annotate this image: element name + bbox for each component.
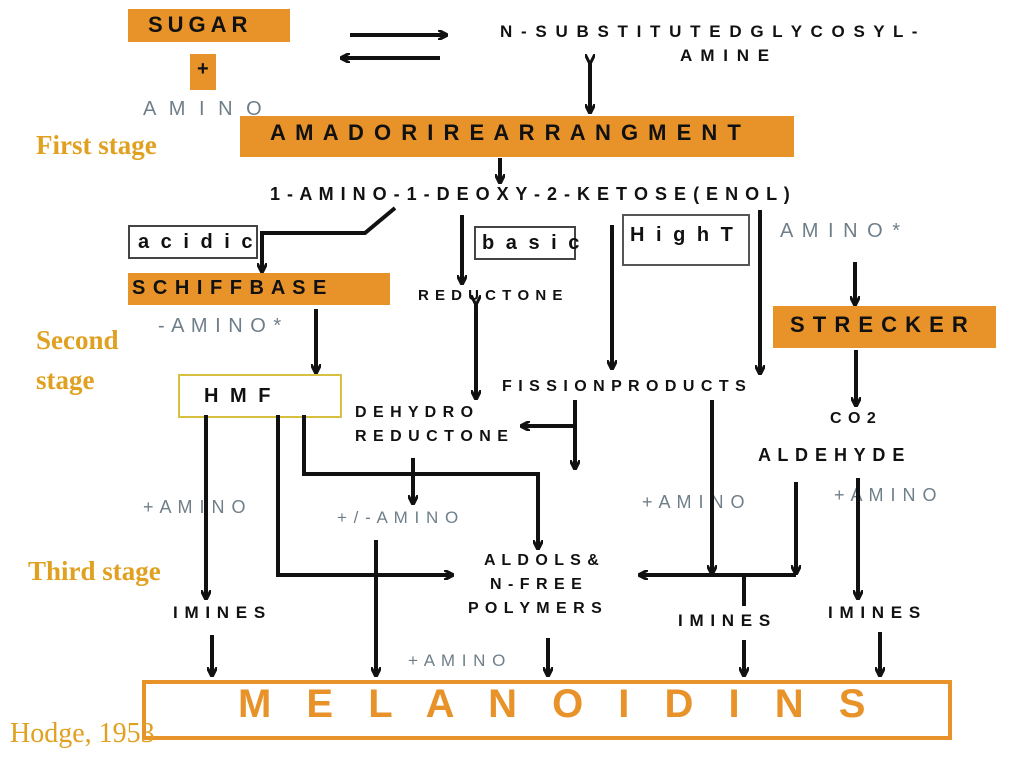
aldols-line2: N - F R E E: [490, 576, 583, 593]
first-stage-label: First stage: [36, 130, 157, 160]
amadori-label: A M A D O R I R E A R R A N G M E N T: [270, 120, 743, 145]
amino-label-top: A M I N O: [143, 98, 266, 120]
melanoidins-label: M E L A N O I D I N S: [238, 682, 878, 726]
second-stage-text: Second stage: [36, 325, 119, 395]
schiff-box: [128, 273, 390, 305]
glycosyl-line2: A M I N E: [680, 46, 772, 65]
citation-label: Hodge, 1953: [10, 718, 155, 749]
fission-label: F I S S I O N P R O D U C T S: [502, 378, 747, 395]
amadori-box: [240, 116, 794, 157]
plus-amino-label-2: + A M I N O: [642, 492, 746, 512]
sugar-label: SUGAR: [148, 12, 253, 37]
basic-box: b a s i c: [474, 226, 579, 260]
plus-minus-amino-label: + / - A M I N O: [337, 508, 460, 527]
reductone-label: R E D U C T O N E: [418, 287, 564, 304]
plus-amino-label-bottom: + A M I N O: [408, 651, 507, 670]
plus-label: +: [197, 58, 209, 80]
aldols-line3: P O L Y M E R S: [468, 600, 603, 617]
third-stage-label: Third stage: [28, 556, 161, 586]
imines-label-c: I M I N E S: [828, 603, 922, 622]
dehydro-line2: R E D U C T O N E: [355, 428, 509, 445]
hight-box: H i g h T: [622, 214, 750, 266]
strecker-box: [773, 306, 996, 348]
imines-label-b: I M I N E S: [678, 611, 772, 630]
hmf-box: H M F: [178, 374, 342, 418]
glycosyl-line1: N - S U B S T I T U T E D G L Y C O S Y …: [500, 22, 920, 41]
second-stage-label: Second stage: [36, 320, 146, 400]
schiff-amino-label: - A M I N O *: [158, 315, 283, 337]
melanoidins-box: [142, 680, 952, 740]
imines-label-a: I M I N E S: [173, 603, 267, 622]
ketose-label: 1 - A M I N O - 1 - D E O X Y - 2 - K E …: [270, 184, 791, 204]
aldehyde-label: A L D E H Y D E: [758, 445, 906, 465]
acidic-box: a c i d i c: [128, 225, 258, 259]
plus-box: [190, 54, 216, 90]
schiff-label: S C H I F F B A S E: [132, 277, 328, 299]
aldols-line1: A L D O L S &: [484, 552, 600, 569]
sugar-box: [128, 9, 290, 42]
dehydro-line1: D E H Y D R O: [355, 404, 475, 421]
amino-star-label: A M I N O *: [780, 220, 903, 242]
strecker-label: S T R E C K E R: [790, 312, 969, 337]
co2-label: C O 2: [830, 410, 877, 427]
plus-amino-label-1: + A M I N O: [143, 497, 247, 517]
